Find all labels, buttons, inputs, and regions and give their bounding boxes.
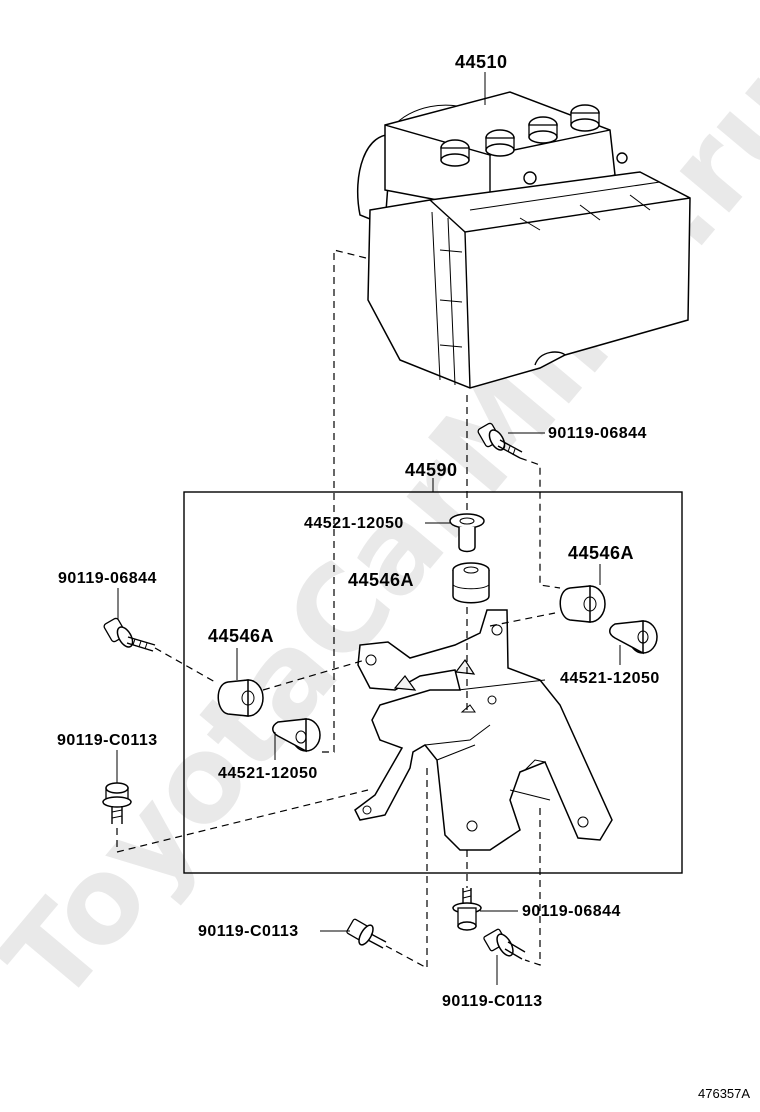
label-collar-top: 44521-12050 — [304, 515, 404, 532]
label-bolt-upper-right: 90119-06844 — [548, 425, 647, 442]
bolt-icon — [103, 617, 156, 652]
bolt-icon — [452, 888, 482, 931]
label-bolt-left: 90119-06844 — [58, 570, 157, 587]
cushion-icon — [559, 585, 606, 623]
port-caps — [440, 104, 600, 167]
label-44590: 44590 — [405, 460, 458, 480]
label-cushion-left: 44546A — [208, 626, 274, 646]
abs-actuator-drawing — [356, 91, 691, 389]
label-cushion-center: 44546A — [348, 570, 414, 590]
label-collar-right: 44521-12050 — [560, 670, 660, 687]
collar-icon — [272, 718, 321, 753]
label-cushion-right: 44546A — [568, 543, 634, 563]
label-screw-bottom-left: 90119-C0113 — [198, 923, 299, 940]
collar-icon — [609, 620, 658, 655]
label-44510: 44510 — [455, 52, 508, 72]
screw-icon — [346, 918, 387, 949]
bolt-icon — [477, 422, 523, 459]
label-collar-left: 44521-12050 — [218, 765, 318, 782]
label-screw-left: 90119-C0113 — [57, 732, 158, 749]
screw-icon — [483, 928, 526, 960]
reference-code: 476357A — [698, 1086, 750, 1101]
cushion-icon — [452, 562, 490, 604]
label-screw-bottom-right: 90119-C0113 — [442, 993, 543, 1010]
assembly-guide-lines — [116, 249, 561, 970]
cushion-icon — [217, 679, 264, 717]
screw-icon — [102, 782, 132, 824]
bracket-drawing — [354, 609, 613, 851]
collar-icon — [449, 513, 485, 553]
label-bolt-bottom-center: 90119-06844 — [522, 903, 621, 920]
